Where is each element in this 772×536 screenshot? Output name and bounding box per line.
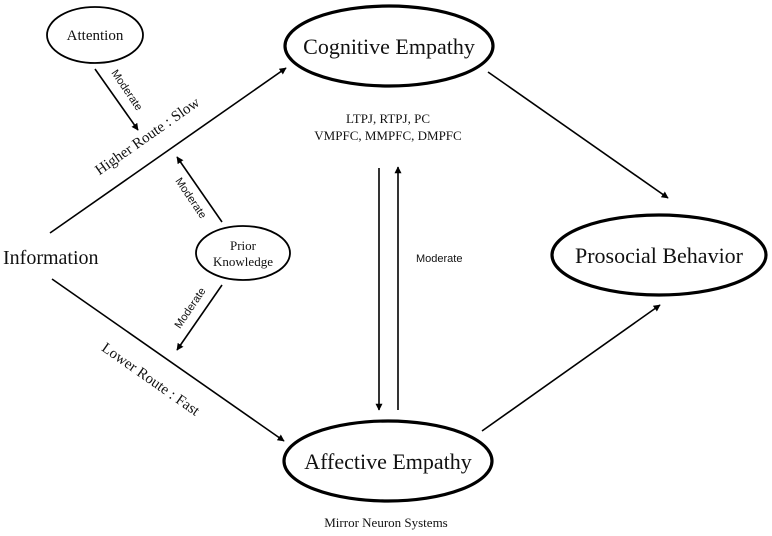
edge-attention-moderates-higher: [94, 68, 139, 131]
cognitive-empathy-ellipse: [283, 4, 495, 88]
node-information: Information: [3, 247, 99, 269]
attention-ellipse: [46, 6, 144, 64]
affective-cognitive-moderate-label: Moderate: [416, 253, 462, 265]
node-prosocial-behavior: Prosocial Behavior: [550, 213, 768, 297]
node-affective-empathy: Affective Empathy: [282, 419, 494, 503]
node-prior-knowledge: Prior Knowledge: [195, 225, 291, 281]
edge-prior-moderates-lower: [176, 284, 223, 351]
prosocial-behavior-ellipse: [550, 213, 768, 297]
node-cognitive-empathy: Cognitive Empathy: [283, 4, 495, 88]
edge-cognitive-to-prosocial: [487, 71, 669, 199]
prior-knowledge-label-line1: Prior: [230, 238, 257, 253]
lower-route-label: Lower Route : Fast: [98, 340, 202, 420]
affective-empathy-ellipse: [282, 419, 494, 503]
edge-information-to-cognitive: [49, 67, 287, 234]
prior-knowledge-ellipse: [195, 225, 291, 281]
cognitive-regions-line1: LTPJ, RTPJ, PC: [346, 111, 430, 126]
affective-brain-regions: Mirror Neuron Systems: [324, 515, 448, 530]
cognitive-regions-line2: VMPFC, MMPFC, DMPFC: [314, 128, 461, 143]
attention-moderate-label: Moderate: [109, 68, 145, 113]
affective-empathy-label: Affective Empathy: [304, 449, 472, 474]
information-label: Information: [3, 247, 99, 269]
prior-lower-moderate-label: Moderate: [173, 286, 209, 331]
attention-label: Attention: [67, 28, 124, 44]
prior-higher-moderate-label: Moderate: [173, 176, 209, 221]
node-attention: Attention: [46, 6, 144, 64]
edges: [49, 67, 669, 442]
cognitive-brain-regions: LTPJ, RTPJ, PC VMPFC, MMPFC, DMPFC: [314, 111, 461, 143]
edge-information-to-affective: [51, 278, 285, 442]
prior-knowledge-label-line2: Knowledge: [213, 254, 273, 269]
cognitive-empathy-label: Cognitive Empathy: [303, 34, 475, 59]
prosocial-behavior-label: Prosocial Behavior: [575, 243, 744, 268]
edge-prior-moderates-higher: [176, 156, 223, 223]
edge-affective-to-prosocial: [481, 304, 661, 432]
mirror-neuron-systems-label: Mirror Neuron Systems: [324, 515, 448, 530]
